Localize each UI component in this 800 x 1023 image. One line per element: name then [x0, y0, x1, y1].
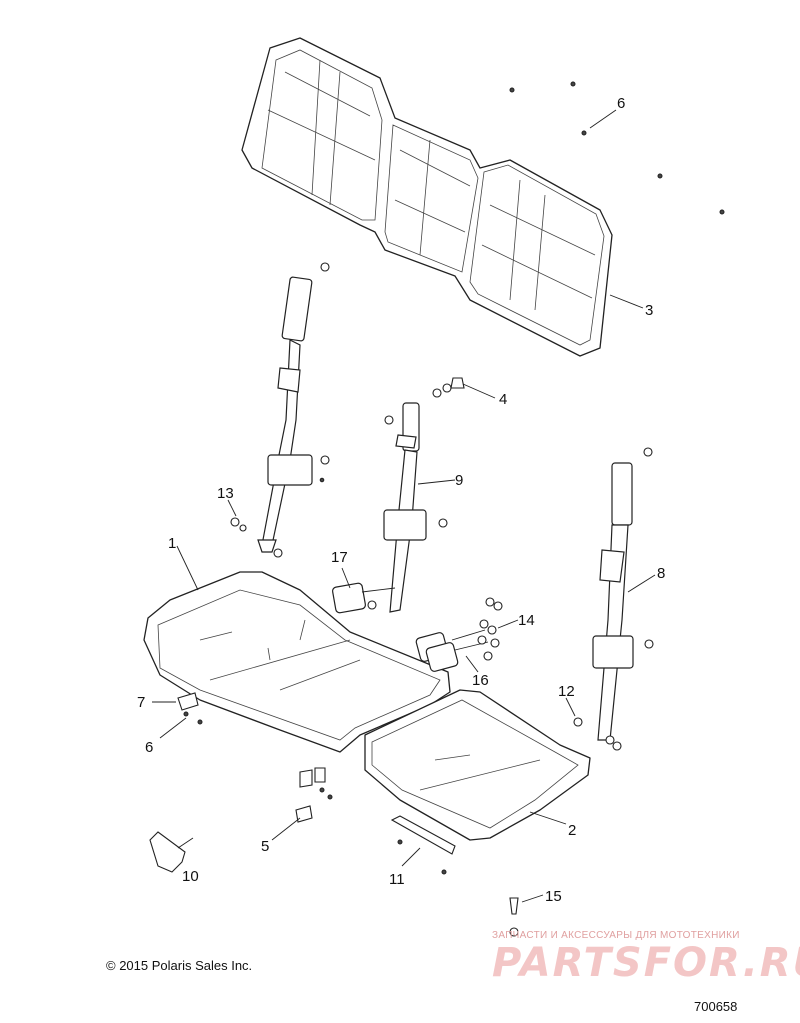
callout-14: 14 — [518, 612, 535, 629]
callout-6-top: 6 — [617, 95, 625, 112]
callout-4: 4 — [499, 391, 507, 408]
buckles-16 — [415, 629, 489, 672]
seatbelt-left — [257, 276, 313, 553]
hardware-14 — [477, 597, 503, 661]
callout-2: 2 — [568, 822, 576, 839]
callout-3: 3 — [645, 302, 653, 319]
watermark-tagline: ЗАПЧАСТИ И АКСЕССУАРЫ ДЛЯ МОТОТЕХНИКИ — [492, 930, 740, 941]
callout-16: 16 — [472, 672, 489, 689]
bracket-pair — [299, 767, 333, 800]
seat-base-main — [143, 571, 451, 753]
seatbelt-center — [383, 402, 427, 613]
leader-lines — [152, 109, 656, 903]
watermark-logo: PARTSFOR.RU — [492, 940, 800, 986]
seat-base-right — [364, 689, 591, 841]
callout-10: 10 — [182, 868, 199, 885]
callout-11: 11 — [389, 871, 405, 888]
buckle-17 — [332, 582, 396, 614]
fastener-15 — [509, 897, 519, 937]
callout-6-bottom: 6 — [145, 739, 153, 756]
seat-back-screws — [509, 81, 725, 215]
callout-17: 17 — [331, 549, 348, 566]
callout-1: 1 — [168, 535, 176, 552]
strap-10 — [149, 831, 194, 873]
callout-9: 9 — [455, 472, 463, 489]
callout-12: 12 — [558, 683, 575, 700]
callout-13: 13 — [217, 485, 234, 502]
callout-5: 5 — [261, 838, 269, 855]
seat-back-assembly — [241, 37, 613, 357]
seatbelt-left-hardware — [230, 262, 330, 558]
callout-8: 8 — [657, 565, 665, 582]
seatbelt-center-hardware — [367, 377, 465, 610]
diagram-part-number: 700658 — [694, 999, 738, 1014]
bracket-7 — [177, 692, 203, 725]
callout-15: 15 — [545, 888, 562, 905]
seatbelt-right-hardware — [573, 447, 654, 751]
seatbelt-right — [592, 462, 634, 741]
bracket-11 — [390, 815, 456, 875]
callout-7: 7 — [137, 694, 145, 711]
copyright-text: © 2015 Polaris Sales Inc. — [106, 958, 253, 973]
